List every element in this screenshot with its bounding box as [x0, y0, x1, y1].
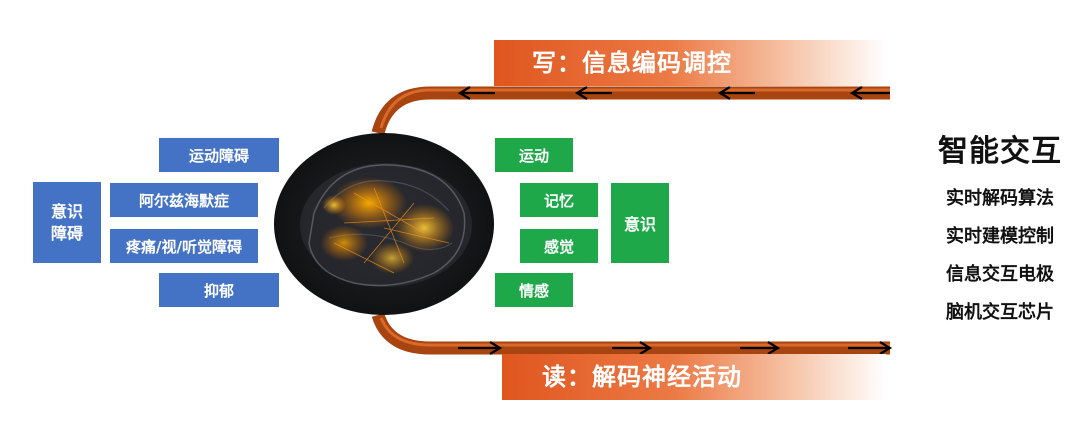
panel-title: 智能交互 [938, 134, 1062, 169]
brain-image [274, 133, 494, 315]
arrow-right-icon [458, 341, 893, 355]
disorder-box: 疼痛/视/听觉障碍 [110, 229, 258, 263]
read-pipe [371, 312, 890, 355]
write-pipe [371, 86, 890, 135]
panel-item: 信息交互电极 [946, 264, 1054, 285]
disorder-box: 阿尔兹海默症 [110, 183, 258, 217]
write-banner: 写：信息编码调控 [494, 40, 886, 86]
function-box: 运动 [495, 138, 573, 172]
consciousness-disorder-label: 意识 障碍 [50, 201, 83, 243]
function-box: 感觉 [520, 229, 598, 263]
consciousness-disorder-box: 意识 障碍 [33, 182, 101, 263]
arrow-left-icon [457, 86, 890, 100]
disorder-box: 抑郁 [159, 273, 279, 307]
panel-item: 实时解码算法 [946, 188, 1054, 209]
read-banner: 读：解码神经活动 [502, 354, 886, 400]
panel-item: 实时建模控制 [946, 226, 1054, 247]
function-box: 情感 [495, 273, 573, 307]
function-box: 记忆 [520, 183, 598, 217]
disorder-box: 运动障碍 [159, 138, 279, 172]
smart-interaction-panel: 智能交互 实时解码算法 实时建模控制 信息交互电极 脑机交互芯片 [930, 126, 1070, 332]
consciousness-box: 意识 [611, 183, 669, 263]
panel-item: 脑机交互芯片 [946, 302, 1054, 323]
brain-glow [300, 163, 472, 287]
